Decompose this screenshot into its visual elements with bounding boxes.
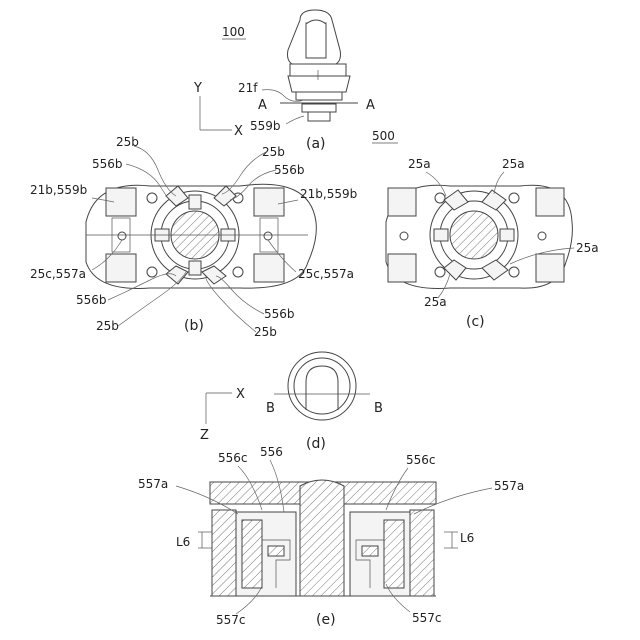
label-25a-3: 25a: [576, 241, 599, 255]
caption-a: (a): [306, 136, 326, 152]
label-557a-left: 557a: [138, 477, 168, 491]
label-556b-bottom-left: 556b: [76, 293, 107, 307]
label-L6-left: L6: [176, 535, 190, 549]
label-L6-right: L6: [460, 531, 474, 545]
label-25b-bottom-right: 25b: [254, 325, 277, 339]
label-556b-top-left: 556b: [92, 157, 123, 171]
label-25b-bottom-left: 25b: [96, 319, 119, 333]
label-556b-top-right: 556b: [274, 163, 305, 177]
section-a-right: A: [366, 98, 375, 113]
section-b-right: B: [374, 401, 383, 416]
axes-xz: X Z: [200, 387, 245, 443]
label-557c-right: 557c: [412, 611, 442, 625]
section-b-left: B: [266, 401, 275, 416]
label-25c557a-left: 25c,557a: [30, 267, 86, 281]
robot-body-side-view: [280, 10, 358, 121]
axis-x2-label: X: [236, 387, 245, 402]
view-c: 500 25a 25a 25a 25a (c): [372, 129, 599, 330]
axis-y-label: Y: [193, 81, 202, 96]
label-21b559b-right: 21b,559b: [300, 187, 357, 201]
caption-e: (e): [316, 612, 336, 628]
label-559b-a: 559b: [250, 119, 281, 133]
caption-c: (c): [466, 314, 485, 330]
view-d: X Z B B (d): [200, 352, 383, 452]
section-a-left: A: [258, 98, 267, 113]
view-a: 100 Y X A A 21f 559b (a): [193, 10, 375, 152]
caption-b: (b): [184, 318, 204, 334]
label-25a-4: 25a: [424, 295, 447, 309]
label-25a-2: 25a: [502, 157, 525, 171]
view-e: 556c 556 556c 557a 557a L6 L6 557c 557c …: [138, 445, 524, 628]
caption-d: (d): [306, 436, 326, 452]
label-556c-right: 556c: [406, 453, 436, 467]
label-21f: 21f: [238, 81, 258, 95]
label-556: 556: [260, 445, 283, 459]
label-557a-right: 557a: [494, 479, 524, 493]
ref-500: 500: [372, 129, 395, 143]
label-556c-left: 556c: [218, 451, 248, 465]
axis-z-label: Z: [200, 428, 209, 443]
axes-xy: Y X: [193, 81, 243, 139]
label-557c-left: 557c: [216, 613, 246, 627]
view-b: 25b 556b 25b 556b 21b,559b 21b,559b 25c,…: [30, 135, 357, 339]
label-21b559b-left: 21b,559b: [30, 183, 87, 197]
label-25a-1: 25a: [408, 157, 431, 171]
label-25c557a-right: 25c,557a: [298, 267, 354, 281]
axis-x-label: X: [234, 124, 243, 139]
label-556b-bottom-right: 556b: [264, 307, 295, 321]
label-25b-top-left: 25b: [116, 135, 139, 149]
ref-100: 100: [222, 25, 245, 39]
